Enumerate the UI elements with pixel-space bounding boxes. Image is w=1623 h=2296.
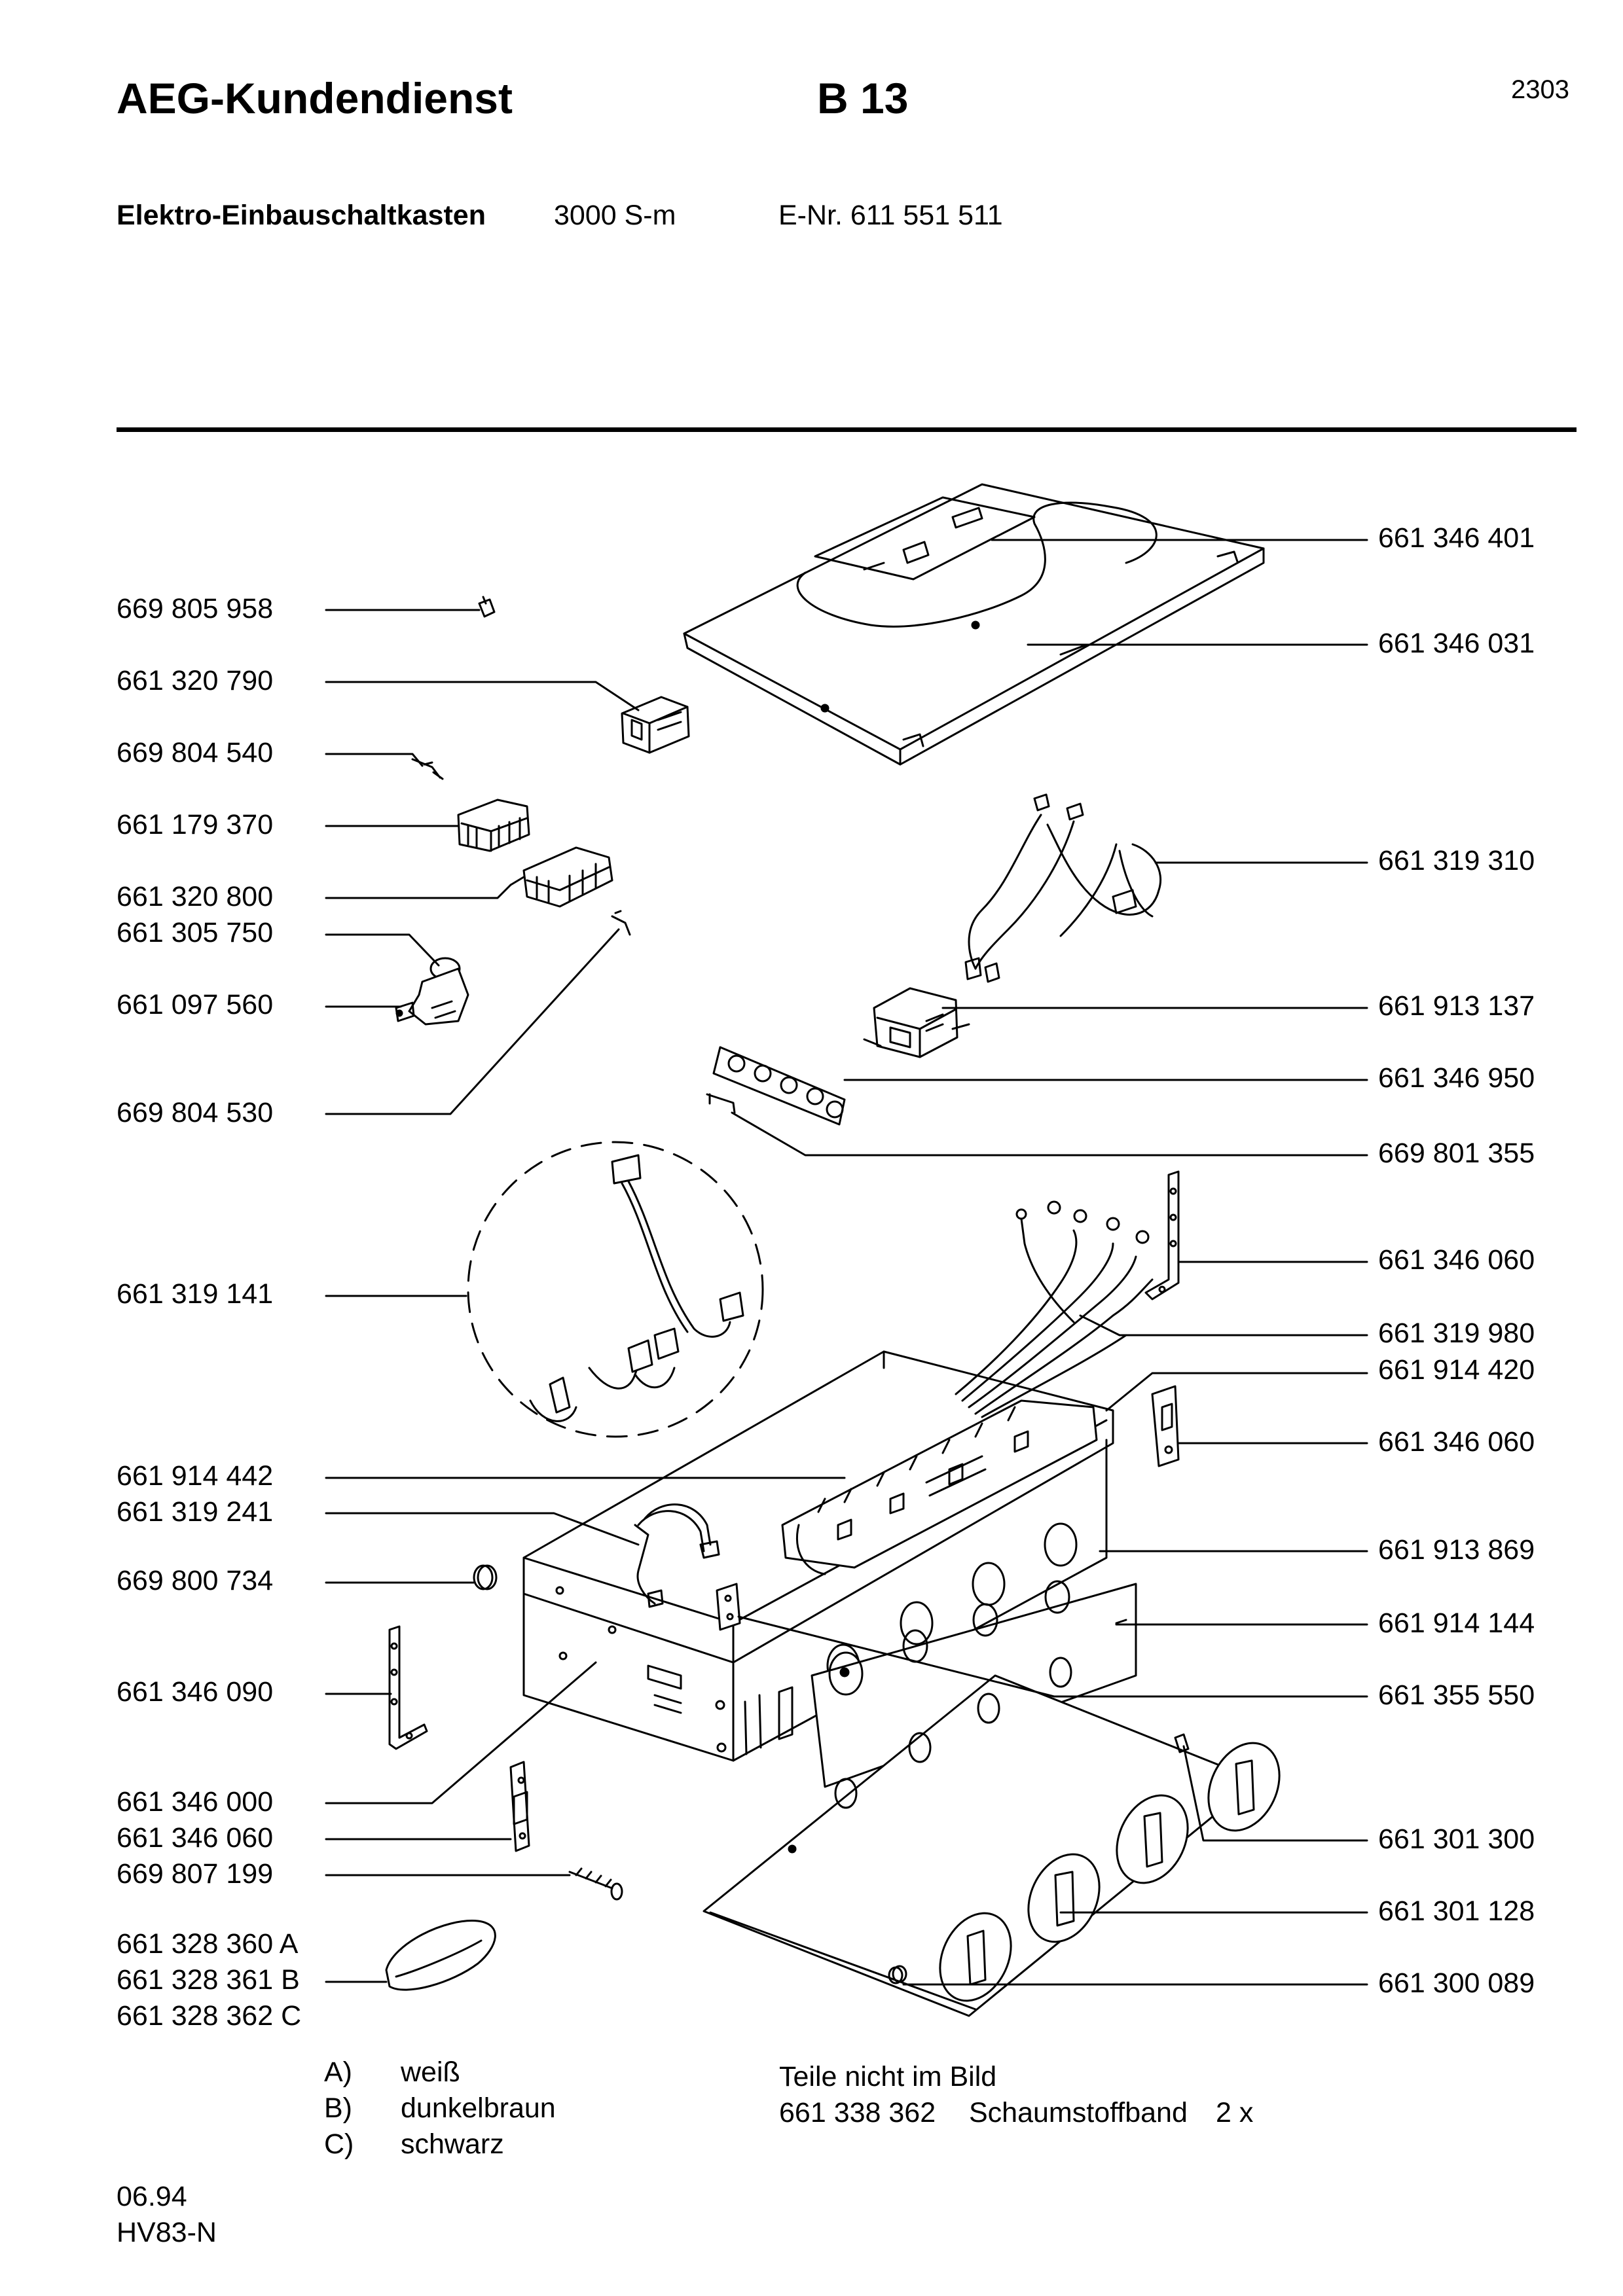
document-code: B 13 xyxy=(817,74,909,122)
terminal-strip xyxy=(509,846,613,908)
mounting-bracket-upper xyxy=(1144,1170,1180,1300)
e-number: E-Nr. 611 551 511 xyxy=(778,200,1003,231)
not-shown-title: Teile nicht im Bild xyxy=(779,2061,997,2092)
legend-value-a: weiß xyxy=(401,2056,460,2088)
model-name: 3000 S-m xyxy=(554,200,676,231)
brand-title: AEG-Kundendienst xyxy=(117,74,513,122)
push-button-cap xyxy=(385,1920,496,1991)
leader-lines-right xyxy=(731,539,1368,1986)
insulation-mat xyxy=(796,501,1158,628)
part-label-left: 669 804 540 xyxy=(117,737,274,768)
detail-circle xyxy=(467,1141,764,1438)
part-label-left: 661 346 000 xyxy=(117,1786,274,1818)
part-label-right: 661 300 089 xyxy=(1378,1967,1535,1999)
part-label-left: 661 328 361 B xyxy=(117,1964,300,1996)
small-bracket xyxy=(706,1093,736,1114)
part-label-left: 661 328 360 A xyxy=(117,1928,299,1960)
legend-key-c: C) xyxy=(324,2128,354,2160)
product-name: Elektro-Einbauschaltkasten xyxy=(117,200,486,231)
part-label-left: 661 305 750 xyxy=(117,917,274,948)
not-shown-description: Schaumstoffband xyxy=(969,2097,1188,2128)
screw xyxy=(568,1867,623,1901)
thermostat-switch xyxy=(395,957,469,1026)
housing-bushing xyxy=(473,1564,498,1590)
part-label-left: 661 097 560 xyxy=(117,989,274,1020)
not-shown-part-number: 661 338 362 xyxy=(779,2097,936,2128)
part-label-right: 661 914 144 xyxy=(1378,1607,1535,1639)
transformer xyxy=(863,987,970,1058)
legend-value-c: schwarz xyxy=(401,2128,504,2160)
pilot-switch xyxy=(716,1583,741,1631)
circuit-boards xyxy=(781,1399,1098,1575)
terminal-part xyxy=(411,758,444,780)
mounting-bracket-lower xyxy=(509,1761,530,1852)
clip-part xyxy=(478,596,496,618)
part-label-right: 661 319 310 xyxy=(1378,845,1535,876)
part-label-left: 661 914 442 xyxy=(117,1460,274,1492)
part-label-right: 661 346 031 xyxy=(1378,628,1535,659)
part-label-left: 661 328 362 C xyxy=(117,2000,302,2032)
mounting-bracket-middle xyxy=(1151,1385,1180,1467)
footer-reference: HV83-N xyxy=(117,2217,217,2248)
part-label-right: 661 346 950 xyxy=(1378,1062,1535,1094)
part-label-left: 669 805 958 xyxy=(117,593,274,624)
part-label-left: 661 346 060 xyxy=(117,1822,274,1854)
control-knobs xyxy=(939,1742,1281,2002)
not-shown-quantity: 2 x xyxy=(1216,2097,1254,2128)
small-bushing xyxy=(888,1965,907,1984)
part-label-right: 661 346 401 xyxy=(1378,522,1535,554)
part-label-right: 661 913 869 xyxy=(1378,1534,1535,1566)
multi-pin-connector xyxy=(457,798,530,852)
part-label-right: 661 301 300 xyxy=(1378,1823,1535,1855)
part-label-left: 661 320 800 xyxy=(117,881,274,912)
part-label-right: 661 913 137 xyxy=(1378,990,1535,1022)
part-label-right: 661 301 128 xyxy=(1378,1895,1535,1927)
flag-terminal xyxy=(611,910,631,936)
part-label-left: 669 804 530 xyxy=(117,1097,274,1128)
part-label-right: 661 346 060 xyxy=(1378,1426,1535,1458)
part-label-left: 669 807 199 xyxy=(117,1858,274,1890)
legend-value-b: dunkelbraun xyxy=(401,2092,556,2124)
part-label-right: 661 355 550 xyxy=(1378,1679,1535,1711)
page-number: 2303 xyxy=(1511,75,1569,104)
part-label-right: 661 346 060 xyxy=(1378,1244,1535,1276)
cover-plate xyxy=(683,483,1265,766)
lamp-holder-strip xyxy=(712,1046,846,1126)
part-label-right: 661 319 980 xyxy=(1378,1318,1535,1349)
part-label-left: 661 346 090 xyxy=(117,1676,274,1708)
control-panel-fascia xyxy=(811,1580,1137,1788)
legend-key-a: A) xyxy=(324,2056,352,2088)
part-label-left: 661 179 370 xyxy=(117,809,274,840)
part-label-left: 661 320 790 xyxy=(117,665,274,696)
part-label-left: 669 800 734 xyxy=(117,1565,274,1596)
part-label-right: 661 914 420 xyxy=(1378,1354,1535,1386)
leader-lines-left xyxy=(325,609,846,1983)
footer-date: 06.94 xyxy=(117,2181,187,2212)
part-label-left: 661 319 141 xyxy=(117,1278,274,1310)
part-label-left: 661 319 241 xyxy=(117,1496,274,1528)
side-bracket xyxy=(388,1625,428,1750)
legend-key-b: B) xyxy=(324,2092,352,2124)
wiring-harness xyxy=(964,793,1162,983)
knob-insert xyxy=(1174,1733,1190,1753)
part-label-right: 669 801 355 xyxy=(1378,1138,1535,1169)
small-harness xyxy=(634,1503,720,1608)
header-rule xyxy=(117,427,1577,432)
